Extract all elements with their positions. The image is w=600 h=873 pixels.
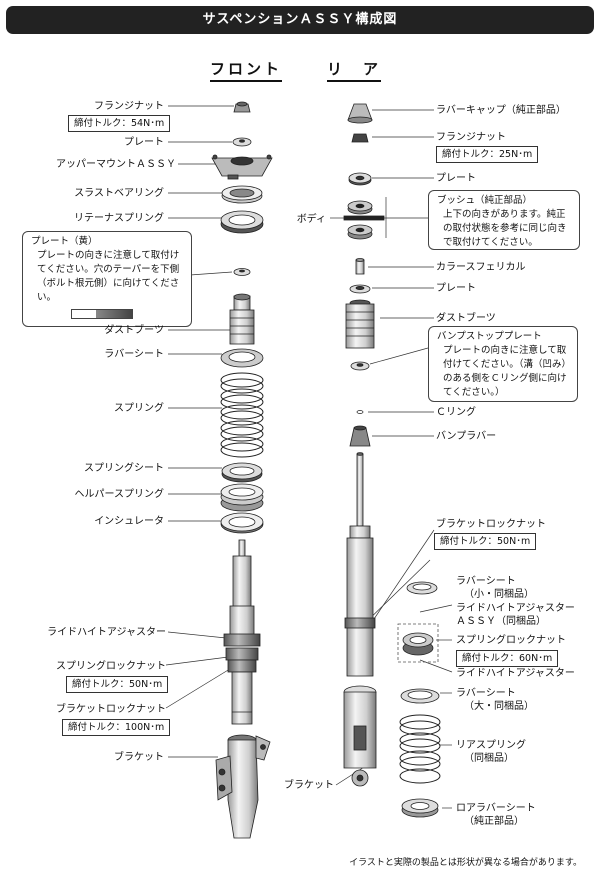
leader-lines	[165, 105, 453, 809]
torque-rear-bracket-lock-nut: 締付トルク：50N･m	[434, 533, 537, 550]
front-assembly	[211, 101, 273, 839]
label-rear-flange-nut: フランジナット	[436, 132, 506, 143]
label-rear-spring: リアスプリング	[456, 740, 526, 751]
label-lower-rubber-sheet: ロアラバーシート	[456, 803, 536, 814]
label-front-flange-nut: フランジナット	[94, 101, 164, 112]
callout-bush-title: ブッシュ（純正部品）	[437, 195, 533, 206]
label-front-rubber-sheet: ラバーシート	[104, 349, 164, 360]
callout-bump-stop-plate: バンプストッププレート プレートの向きに注意して取付けてください。（溝（凹み）の…	[428, 326, 578, 402]
label-rear-spring-lock-nut: スプリングロックナット	[456, 635, 566, 646]
torque-rear-flange-nut: 締付トルク：25N･m	[436, 146, 539, 163]
label-bump-rubber: バンプラバー	[436, 431, 497, 442]
label-thrust-bearing: スラストベアリング	[74, 188, 164, 199]
label-helper-spring: ヘルパースプリング	[74, 489, 165, 500]
torque-front-flange-nut: 締付トルク：54N･m	[68, 115, 171, 132]
label-lower-rubber-sheet-sub: （純正部品）	[464, 816, 524, 827]
label-front-bracket: ブラケット	[114, 752, 164, 763]
label-insulator: インシュレータ	[94, 516, 164, 527]
torque-front-bracket-lock-nut: 締付トルク：100N･m	[62, 719, 171, 736]
label-spring-sheet: スプリングシート	[84, 463, 164, 474]
label-rubber-cap: ラバーキャップ（純正部品）	[436, 105, 566, 116]
label-front-bracket-lock-nut: ブラケットロックナット	[56, 704, 166, 715]
footnote: イラストと実際の製品とは形状が異なる場合があります。	[349, 858, 582, 868]
page-title: サスペンションＡＳＳＹ構成図	[6, 6, 594, 34]
label-rubber-sheet-small-sub: （小・同梱品）	[464, 589, 534, 600]
label-rubber-sheet-large: ラバーシート	[456, 688, 516, 699]
label-rear-dust-boot: ダストブーツ	[436, 313, 496, 324]
label-front-dust-boot: ダストブーツ	[104, 325, 164, 336]
callout-bump-stop-body: プレートの向きに注意して取付けてください。（溝（凹み）のある側をＣリング側に向け…	[443, 345, 567, 398]
callout-bush-body: 上下の向きがあります。純正の取付状態を参考に同じ向きで取付けてください。	[443, 209, 567, 248]
label-front-spring: スプリング	[114, 403, 164, 414]
label-rear-bracket: ブラケット	[284, 780, 334, 791]
tapered-plate-icon	[71, 309, 133, 319]
header-rear: リ ア	[327, 58, 382, 82]
torque-front-spring-lock-nut: 締付トルク：50N･m	[66, 676, 169, 693]
callout-plate-body: プレートの向きに注意して取付けてください。穴のテーパーを下側（ボルト根元側）に向…	[37, 250, 180, 303]
label-front-plate: プレート	[124, 137, 164, 148]
label-rear-spring-sub: （同梱品）	[464, 753, 514, 764]
label-upper-mount: アッパーマウントＡＳＳＹ	[56, 159, 176, 170]
label-front-ride-height-adjuster: ライドハイトアジャスター	[47, 627, 166, 638]
callout-bush: ブッシュ（純正部品） 上下の向きがあります。純正の取付状態を参考に同じ向きで取付…	[428, 190, 580, 250]
label-rear-plate-2: プレート	[436, 283, 476, 294]
label-ride-height-adjuster-assy-sub: ＡＳＳＹ（同梱品）	[456, 616, 546, 627]
header-front: フロント	[210, 58, 283, 82]
label-rubber-sheet-large-sub: （大・同梱品）	[464, 701, 534, 712]
label-rear-plate: プレート	[436, 173, 476, 184]
label-c-ring: Ｃリング	[436, 407, 476, 418]
label-collar-spherical: カラースフェリカル	[436, 262, 526, 273]
label-retainer-spring: リテーナスプリング	[74, 213, 164, 224]
label-rear-bracket-lock-nut: ブラケットロックナット	[436, 519, 546, 530]
label-front-spring-lock-nut: スプリングロックナット	[56, 661, 166, 672]
rear-assembly	[343, 103, 441, 818]
callout-plate-yellow: プレート（黄） プレートの向きに注意して取付けてください。穴のテーパーを下側（ボ…	[22, 231, 192, 327]
label-ride-height-adjuster-assy: ライドハイトアジャスター	[456, 603, 575, 614]
callout-bump-stop-title: バンプストッププレート	[437, 331, 542, 342]
label-body: ボディ	[296, 214, 326, 225]
callout-plate-title: プレート（黄）	[31, 236, 98, 247]
label-rear-ride-height-adjuster: ライドハイトアジャスター	[456, 668, 575, 679]
torque-rear-spring-lock-nut: 締付トルク：60N･m	[456, 650, 559, 667]
label-rubber-sheet-small: ラバーシート	[456, 576, 516, 587]
